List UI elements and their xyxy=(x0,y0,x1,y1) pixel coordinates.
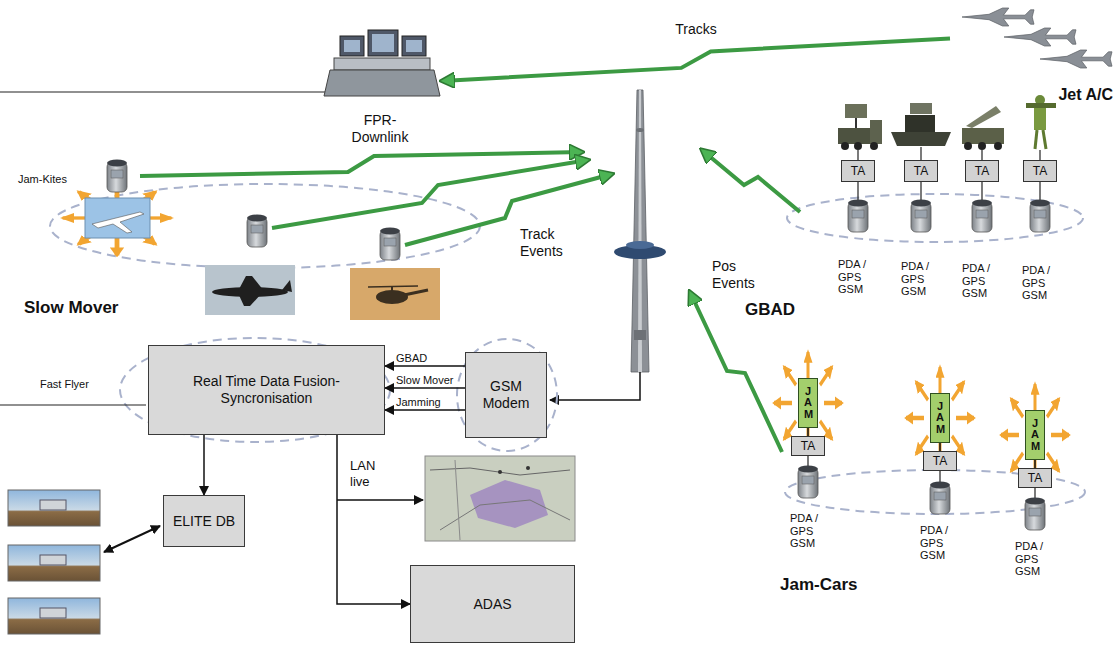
connector-line xyxy=(385,387,465,389)
process-box: Real Time Data Fusion-Syncronisation xyxy=(148,345,385,435)
ta-box: TA xyxy=(1018,468,1052,488)
node-text: ADAS xyxy=(473,596,511,613)
device-label: PDA / GPS GSM xyxy=(1015,540,1055,578)
device-label: PDA / GPS GSM xyxy=(901,260,941,298)
system-box: ADAS xyxy=(410,565,575,643)
link-label: LAN live xyxy=(350,458,386,489)
device-label: PDA / GPS GSM xyxy=(962,262,1002,300)
flow-label: Track Events xyxy=(520,226,578,260)
ta-box: TA xyxy=(1023,160,1057,182)
console-node: FPR-Downlink xyxy=(318,26,442,148)
aircraft-node: Jet A/C xyxy=(950,2,1116,106)
node-text: JAM xyxy=(804,386,812,421)
jammer-box: JAM xyxy=(930,393,950,443)
group-label: Jam-Cars xyxy=(780,575,858,595)
antenna-tower xyxy=(550,90,666,400)
group-label: GBAD xyxy=(745,300,795,320)
connector-line xyxy=(939,443,941,451)
console-icon xyxy=(0,30,440,96)
node-text: Jet A/C xyxy=(1058,86,1113,104)
group-label: Jam-Kites xyxy=(18,173,67,186)
connector-line xyxy=(337,435,410,604)
ta-box: TA xyxy=(923,451,957,471)
database-box: ELITE DB xyxy=(163,495,245,547)
radio-link-arrow xyxy=(442,38,950,81)
node-text: TA xyxy=(933,455,947,467)
node-text: FPR-Downlink xyxy=(344,112,416,146)
node-text: GSM Modem xyxy=(472,378,540,412)
edge-label: GBAD xyxy=(396,352,427,364)
jammer-box: JAM xyxy=(798,378,818,428)
connector-line xyxy=(807,428,809,436)
node-text: TA xyxy=(975,165,989,177)
edge-label: Tracks xyxy=(672,22,719,37)
device-label: PDA / GPS GSM xyxy=(920,524,960,562)
edge-label: Jamming xyxy=(396,396,441,408)
connector-line xyxy=(385,365,465,367)
node-text: TA xyxy=(801,440,815,452)
input-label: Fast Flyer xyxy=(40,378,89,391)
flow-label: Pos Events xyxy=(712,258,770,292)
node-text: JAM xyxy=(936,401,944,436)
node-text: ELITE DB xyxy=(173,513,235,530)
node-text: TA xyxy=(1028,472,1042,484)
node-text: TA xyxy=(851,165,865,177)
ta-box: TA xyxy=(904,160,938,182)
ta-box: TA xyxy=(841,160,875,182)
screenshot-thumbnails xyxy=(8,490,100,634)
jet-aircraft xyxy=(962,8,1112,68)
group-label: Slow Mover xyxy=(24,298,118,318)
connector-line xyxy=(385,409,465,411)
device-label: PDA / GPS GSM xyxy=(1022,264,1062,302)
connector-line xyxy=(1034,460,1036,468)
jam-cars-group xyxy=(690,292,1085,530)
map-display xyxy=(425,456,575,541)
ta-box: TA xyxy=(791,436,825,456)
node-text: JAM xyxy=(1031,418,1039,453)
gbad-group xyxy=(702,95,1083,242)
jammer-box: JAM xyxy=(1025,410,1045,460)
connector-line xyxy=(203,435,205,495)
ta-box: TA xyxy=(965,160,999,182)
device-label: PDA / GPS GSM xyxy=(790,512,830,550)
node-text: TA xyxy=(914,165,928,177)
modem-box: GSM Modem xyxy=(465,352,547,438)
edge-label: Slow Mover xyxy=(396,374,453,386)
device-label: PDA / GPS GSM xyxy=(838,258,878,296)
node-text: Real Time Data Fusion-Syncronisation xyxy=(177,373,357,407)
node-text: TA xyxy=(1033,165,1047,177)
slow-mover-group xyxy=(50,152,612,320)
